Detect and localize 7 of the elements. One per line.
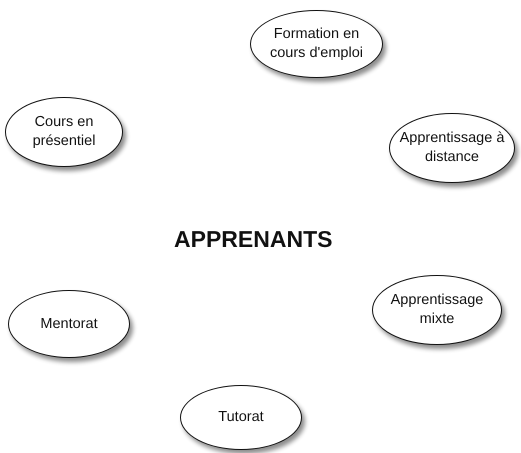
node-text: Apprentissage mixte (390, 291, 484, 329)
node-text: Apprentissage à distance (398, 129, 506, 167)
node-text: Mentorat (39, 314, 99, 334)
node-text: Formation en cours d'emploi (268, 25, 364, 63)
node-text: Cours en présentiel (32, 113, 96, 151)
center-heading: APPRENANTS (174, 226, 332, 253)
node-text: Tutorat (217, 408, 265, 427)
